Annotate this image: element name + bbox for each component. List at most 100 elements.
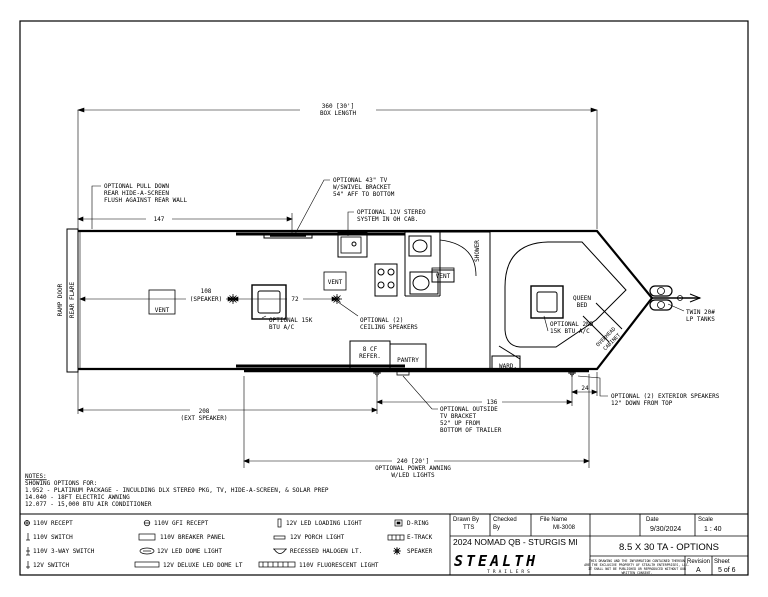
drawn-by-label: Drawn By [453, 517, 479, 523]
legend-symbol-e-track [387, 534, 405, 541]
legend-label-c1-3: 110V 3-WAY SWITCH [33, 548, 95, 555]
scale-label: Scale [698, 517, 714, 523]
disclaimer-2: ARE THE EXCLUSIVE PROPERTY OF STEALTH EN… [584, 563, 690, 567]
legend-labels: 110V RECEPT 110V SWITCH 110V 3-WAY SWITC… [33, 520, 433, 569]
stealth-logo-sub: TRAILERS [487, 569, 533, 575]
notes-line-1: SHOWING OPTIONS FOR: [25, 480, 97, 487]
callout-ac2nd-1: OPTIONAL 2ND [550, 321, 594, 328]
date-label: Date [646, 517, 659, 523]
file-name-value: MI-3008 [553, 525, 576, 531]
legend-label-c2-4: 12V DELUXE LED DOME LT [163, 562, 243, 569]
callout-ceiling-2: CEILING SPEAKERS [360, 324, 418, 331]
tv-bracket [263, 233, 313, 239]
checked-value: By [493, 525, 500, 531]
legend-symbol-dome [139, 547, 155, 555]
legend-label-c3-3: RECESSED HALOGEN LT. [290, 548, 362, 555]
dim-360: 360 [30'] [322, 103, 355, 110]
title-block-text: Drawn By TTS Checked By File Name MI-300… [453, 517, 736, 575]
kitchen-fixtures [337, 231, 455, 297]
legend-symbol-receptacle [24, 520, 30, 526]
callout-labels: OPTIONAL PULL DOWN REAR HIDE-A-SCREEN FL… [104, 177, 720, 434]
scale-value: 1 : 40 [704, 526, 722, 533]
legend-label-c2-1: 110V GFI RECEPT [154, 520, 209, 527]
dimension-lines [77, 107, 598, 468]
legend-label-c3-1: 12V LED LOADING LIGHT [286, 520, 362, 527]
label-queen-bed-2: BED [577, 302, 588, 309]
legend-symbol-breaker [138, 533, 156, 541]
file-name-label: File Name [540, 517, 568, 523]
label-shower: SHOWER [474, 240, 481, 262]
disclaimer-3: IT SHALL NOT BE PUBLISHED OR REPRODUCED … [588, 567, 686, 571]
callout-stereo-2: SYSTEM IN OH CAB. [357, 216, 418, 223]
dim-108-note: (SPEAKER) [190, 296, 223, 303]
label-queen-bed-1: QUEEN [573, 295, 591, 302]
label-ramp-door: RAMP DOOR [57, 283, 64, 316]
legend-label-c3-4: 110V FLUORESCENT LIGHT [299, 562, 379, 569]
dim-360-label: BOX LENGTH [320, 110, 357, 117]
leader-lines [91, 179, 685, 410]
callout-tv-3: 54" AFF TO BOTTOM [333, 191, 395, 198]
notes-block: NOTES: SHOWING OPTIONS FOR: 1.952 - PLAT… [25, 473, 329, 508]
label-refer-2: REFER. [359, 353, 381, 360]
legend-symbol-speaker [393, 547, 401, 555]
callout-outside-tv-2: TV BRACKET [440, 413, 477, 420]
callout-outside-tv-3: 52" UP FROM [440, 420, 480, 427]
label-vent-1: VENT [155, 307, 170, 314]
checked-label: Checked [493, 517, 517, 523]
notes-line-4: 12.077 - 15,000 BTU AIR CONDITIONER [25, 501, 152, 508]
dim-240: 240 [20'] [397, 458, 430, 465]
callout-pull-down-3: FLUSH AGAINST REAR WALL [104, 197, 187, 204]
sheet-value: 5 of 6 [718, 567, 736, 574]
disclaimer-4: WRITTEN CONSENT. [622, 571, 653, 575]
callout-tv-2: W/SWIVEL BRACKET [333, 184, 391, 191]
callout-stereo-1: OPTIONAL 12V STEREO [357, 209, 426, 216]
callout-pull-down-1: OPTIONAL PULL DOWN [104, 183, 169, 190]
legend-label-c1-4: 12V SWITCH [33, 562, 70, 569]
callout-ceiling-1: OPTIONAL (2) [360, 317, 403, 324]
label-ward: WARD. [499, 363, 517, 370]
model-title: 2024 NOMAD QB - STURGIS MI [453, 537, 578, 547]
callout-lp-1: TWIN 20# [686, 309, 715, 316]
callout-ext-speakers-2: 12" DOWN FROM TOP [611, 400, 673, 407]
dim-72: 72 [291, 296, 299, 303]
legend-label-c3-2: 12V PORCH LIGHT [290, 534, 345, 541]
legend-symbol-deluxe-dome [134, 561, 160, 568]
ac-units [251, 284, 564, 320]
callout-ac15-1: OPTIONAL 15K [269, 317, 313, 324]
dim-208: 208 [199, 408, 210, 415]
legend-label-c2-2: 110V BREAKER PANEL [160, 534, 225, 541]
callout-ac2nd-2: 15K BTU A/C [550, 328, 590, 335]
sheet-label: Sheet [714, 559, 730, 565]
callout-outside-tv-1: OPTIONAL OUTSIDE [440, 406, 498, 413]
callout-ac15-2: BTU A/C [269, 324, 295, 331]
dim-136: 136 [487, 399, 498, 406]
notes-line-3: 14.040 - 18FT ELECTRIC AWNING [25, 494, 130, 501]
legend-label-c2-3: 12V LED DOME LIGHT [157, 548, 222, 555]
dim-240-note2: W/LED LIGHTS [391, 472, 435, 479]
legend-label-c4-1: D-RING [407, 520, 429, 527]
label-refer-1: 8 CF [363, 346, 378, 353]
callout-ext-speakers-1: OPTIONAL (2) EXTERIOR SPEAKERS [611, 393, 720, 400]
legend-symbol-12v-switch [26, 561, 30, 569]
label-pantry: PANTRY [397, 357, 419, 364]
legend-symbol-halogen [273, 548, 287, 554]
legend-label-c1-1: 110V RECEPT [33, 520, 73, 527]
dim-108: 108 [201, 288, 212, 295]
title-block [449, 513, 749, 576]
sheet-border [19, 20, 749, 576]
legend-symbol-porch-light [273, 535, 286, 540]
callout-pull-down-2: REAR HIDE-A-SCREEN [104, 190, 169, 197]
dim-208-note: (EXT SPEAKER) [181, 415, 228, 422]
drawn-by-value: TTS [463, 525, 474, 531]
legend [24, 518, 405, 569]
size-title: 8.5 X 30 TA - OPTIONS [619, 542, 719, 553]
revision-value: A [696, 567, 701, 574]
callout-tv-1: OPTIONAL 43" TV [333, 177, 388, 184]
legend-symbol-d-ring [394, 519, 403, 527]
outside-tv-bracket [396, 370, 410, 376]
revision-label: Revision [687, 559, 710, 565]
disclaimer-1: THIS DRAWING AND THE INFORMATION CONTAIN… [589, 559, 685, 563]
legend-symbol-loading-light [277, 518, 282, 528]
